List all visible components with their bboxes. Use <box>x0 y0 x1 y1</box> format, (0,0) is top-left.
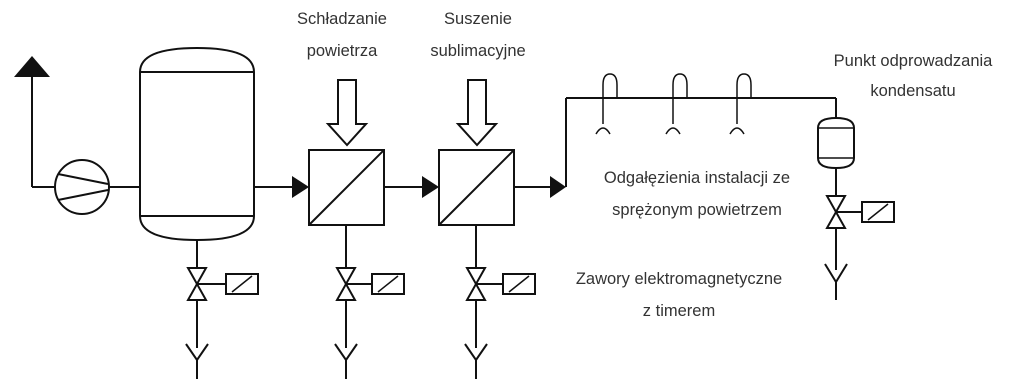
condensate-drain-tank-icon <box>817 116 855 196</box>
outlet-arrow <box>14 56 56 188</box>
branches-label-line1: Odgałęzienia instalacji ze <box>604 169 790 187</box>
receiver-tank-icon <box>139 46 255 242</box>
cooling-arrow-icon <box>325 79 369 147</box>
cooler-icon <box>308 149 385 226</box>
dryer-label-line2: sublimacyjne <box>430 42 525 60</box>
solenoid-valve-1-icon <box>185 240 259 379</box>
solenoid-valve-3-icon <box>464 225 536 379</box>
branches-label-line2: sprężonym powietrzem <box>612 201 782 219</box>
cooling-label-line1: Schładzanie <box>297 10 387 28</box>
compressor-icon <box>54 159 140 215</box>
drain-point-label-line2: kondensatu <box>870 82 955 100</box>
valves-label-line1: Zawory elektromagnetyczne <box>576 270 782 288</box>
dryer-arrow-icon <box>455 79 499 147</box>
cooling-label-line2: powietrza <box>307 42 378 60</box>
solenoid-valve-4-icon <box>824 195 895 300</box>
valves-label-line2: z timerem <box>643 302 715 320</box>
dryer-icon <box>438 149 515 226</box>
pipe-tank-to-cooler <box>254 176 309 198</box>
dryer-label-line1: Suszenie <box>444 10 512 28</box>
pipe-cooler-to-dryer <box>384 176 439 198</box>
solenoid-valve-2-icon <box>334 225 405 379</box>
pipe-dryer-to-main <box>514 97 837 198</box>
branch-hooks <box>595 73 752 135</box>
drain-point-label-line1: Punkt odprowadzania <box>834 52 994 70</box>
